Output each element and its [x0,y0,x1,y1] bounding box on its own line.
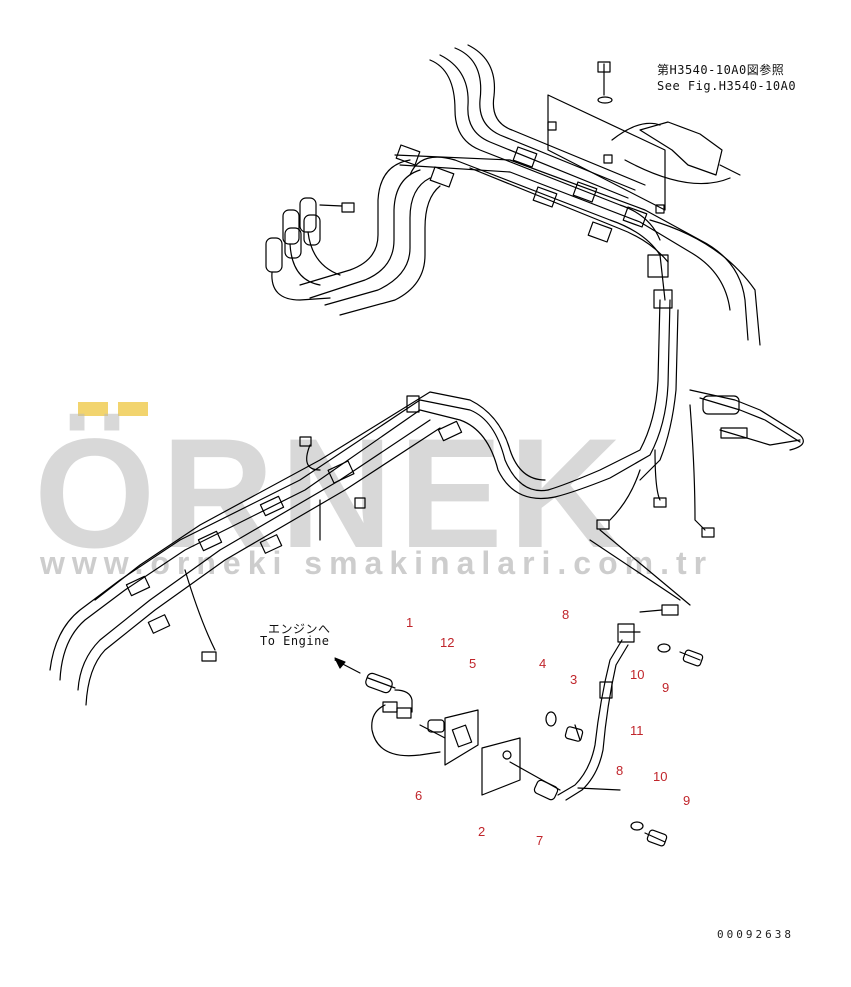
callout-10-bottom: 10 [653,769,668,784]
reference-note-jp: 第H3540-10A0図参照 [657,63,785,77]
middle-harness [49,391,556,706]
leader-line [599,529,691,606]
callout-1: 1 [406,615,414,630]
callout-5: 5 [469,656,477,671]
callout-10-top: 10 [630,667,645,682]
drawing-code: 00092638 [717,928,794,941]
lower-assembly [334,604,704,847]
callout-9-bottom: 9 [683,793,691,808]
callout-2: 2 [478,824,486,839]
watermark-brand: ÖRNEK [34,407,628,581]
callout-8-bottom: 8 [616,763,624,778]
callout-3: 3 [570,672,578,687]
to-engine-label-jp: エンジンへ [268,622,331,636]
callout-4: 4 [539,656,547,671]
clamps-top [395,144,673,309]
callout-8-top: 8 [562,607,570,622]
callout-11: 11 [630,723,644,738]
callout-7: 7 [536,833,544,848]
callout-6: 6 [415,788,423,803]
top-bracket [547,61,741,214]
connector-plugs [265,197,355,301]
right-vertical-harness [547,299,804,538]
upper-cable-bundle [299,44,761,346]
callout-12: 12 [440,635,455,650]
callout-9-top: 9 [662,680,670,695]
watermark-umlaut-right [118,402,148,416]
watermark-url: www.orneki smakinalari.com.tr [40,545,714,581]
watermark-umlaut-left [78,402,108,416]
reference-note-en: See Fig.H3540-10A0 [657,79,797,93]
to-engine-label-en: To Engine [260,634,330,648]
